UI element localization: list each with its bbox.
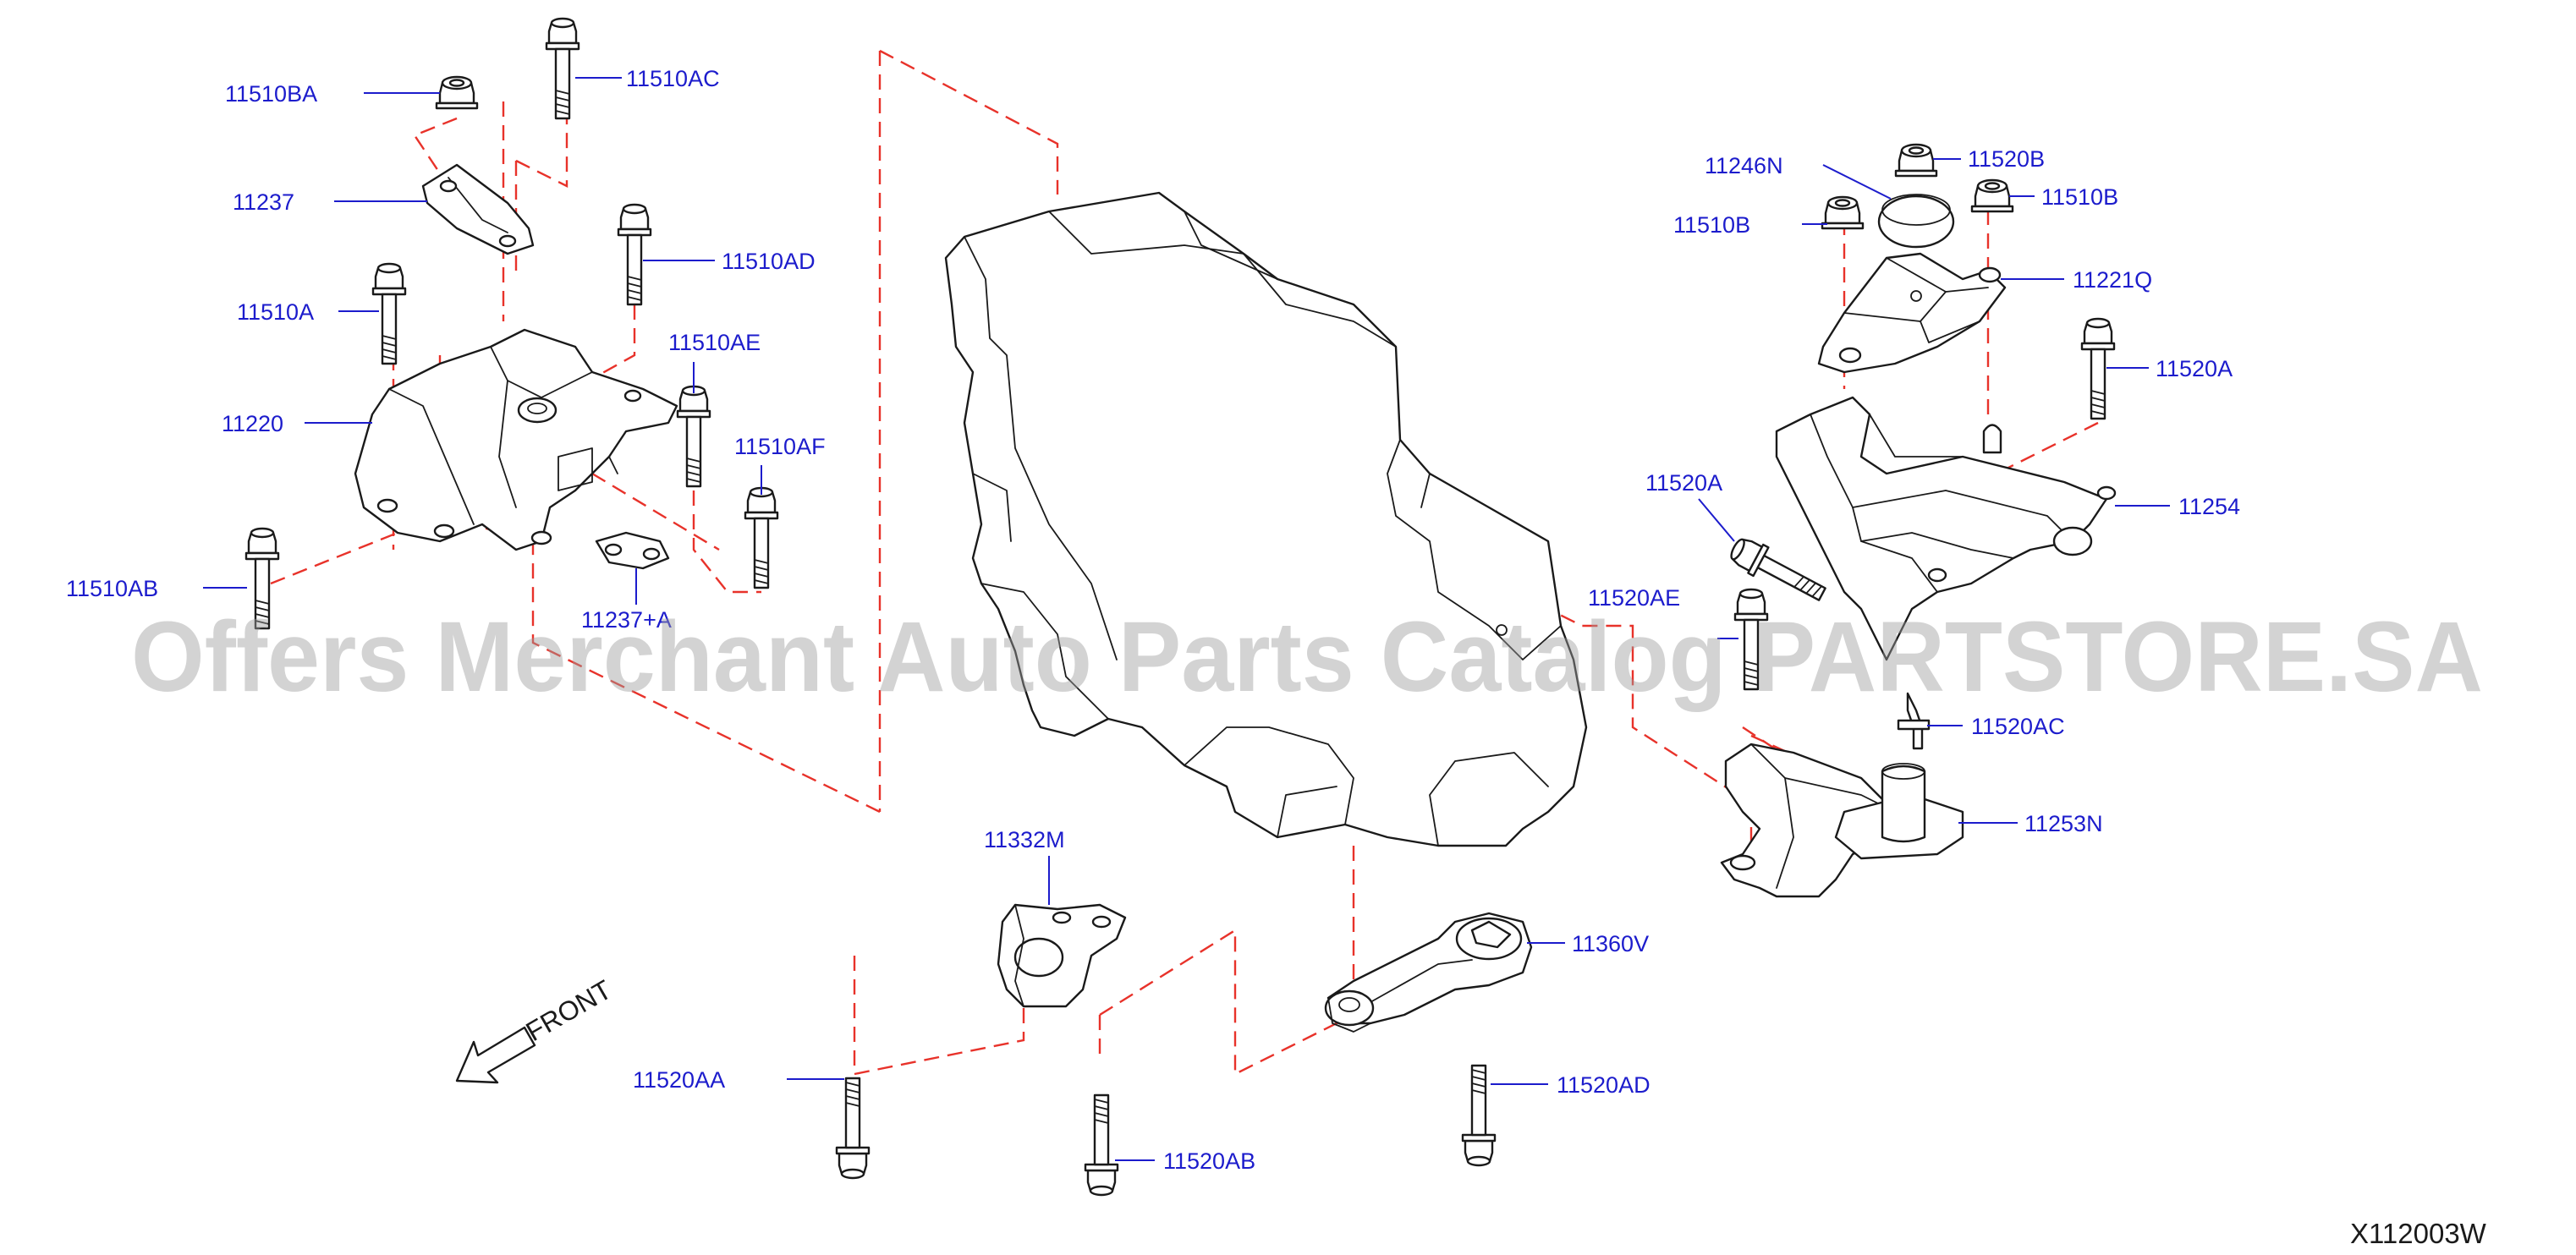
label-11253n: 11253N xyxy=(2024,811,2103,836)
label-11520a-right: 11520A xyxy=(2156,356,2233,381)
part-labels: 11510BA 11510AC 11237 11510AD 11510A 115… xyxy=(66,66,2240,1174)
mount-11332m xyxy=(997,903,1127,1008)
label-11510ba: 11510BA xyxy=(225,81,317,107)
front-label: FRONT xyxy=(521,974,617,1047)
right-mount-11221q xyxy=(1817,252,2007,374)
label-11221q: 11221Q xyxy=(2073,267,2152,293)
label-11510af: 11510AF xyxy=(734,434,826,459)
bottom-fasteners xyxy=(835,1064,1497,1197)
label-11246n: 11246N xyxy=(1705,153,1783,178)
torque-rod-11360v xyxy=(1324,912,1533,1033)
label-11254: 11254 xyxy=(2178,494,2240,519)
label-11220: 11220 xyxy=(222,411,283,436)
leader-lines xyxy=(203,77,2170,1161)
label-11510b-left: 11510B xyxy=(1673,212,1750,238)
bracket-11254 xyxy=(1775,396,2117,661)
label-11237-a: 11237+A xyxy=(581,607,672,633)
rubber-cap-11246n xyxy=(1877,194,1955,249)
label-11510a: 11510A xyxy=(237,299,314,325)
label-11510ad: 11510AD xyxy=(722,249,816,274)
label-11237: 11237 xyxy=(233,189,294,215)
label-11332m: 11332M xyxy=(984,827,1065,852)
label-11520ae: 11520AE xyxy=(1588,585,1680,611)
label-11520aa: 11520AA xyxy=(633,1067,725,1093)
right-fasteners xyxy=(1725,317,2116,750)
label-11510ac: 11510AC xyxy=(626,66,720,91)
label-11520b: 11520B xyxy=(1968,146,2045,172)
engine-block xyxy=(944,191,1588,847)
label-11520ad: 11520AD xyxy=(1557,1072,1651,1098)
label-11510b-right: 11510B xyxy=(2041,184,2118,210)
label-11520a-left: 11520A xyxy=(1645,470,1722,496)
label-11360v: 11360V xyxy=(1572,931,1649,956)
label-11510ab: 11510AB xyxy=(66,576,158,601)
drawing-code: X112003W xyxy=(2350,1218,2487,1249)
bracket-11237 xyxy=(421,163,535,255)
front-direction-arrow: FRONT xyxy=(455,974,617,1084)
label-11520ab: 11520AB xyxy=(1163,1148,1255,1174)
left-mount-bracket xyxy=(354,328,678,551)
plate-11237-a xyxy=(595,531,670,570)
label-11520ac: 11520AC xyxy=(1971,714,2065,739)
label-11510ae: 11510AE xyxy=(668,330,761,355)
mount-11253n xyxy=(1720,743,1964,898)
watermark: Offers Merchant Auto Parts Catalog PARTS… xyxy=(131,601,2483,713)
